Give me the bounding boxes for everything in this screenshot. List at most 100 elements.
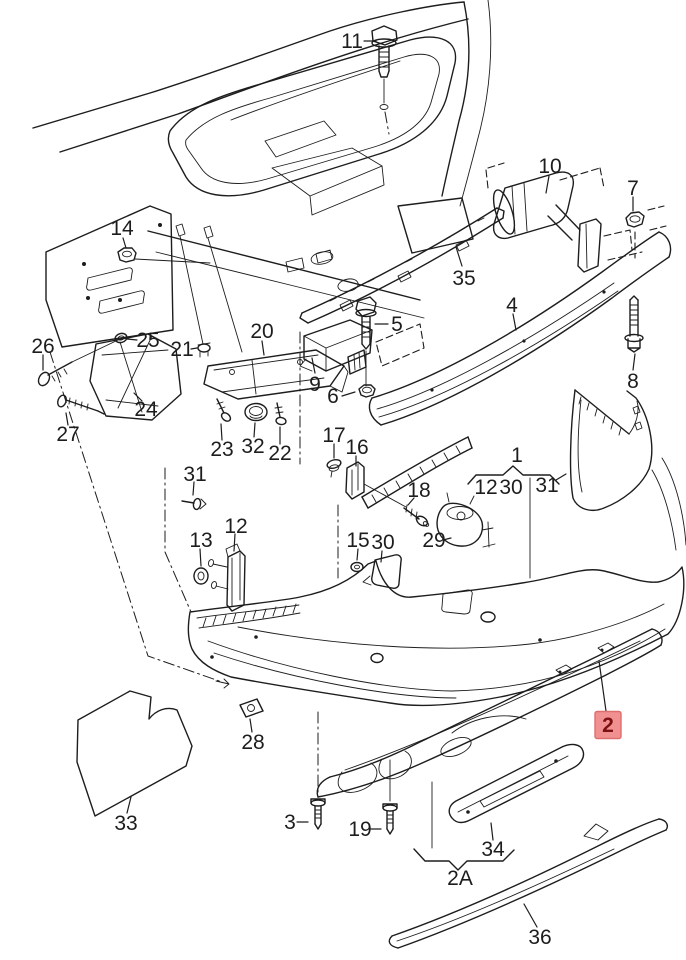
callout-19[interactable]: 19 — [348, 818, 382, 841]
callout-label: 36 — [528, 926, 551, 949]
trim-strip-36-art-stroke — [388, 935, 399, 949]
crashbox-9-art-stroke — [375, 323, 425, 367]
grommet-32-art-stroke — [244, 402, 268, 422]
bumper-beam-4-art-stroke — [368, 397, 382, 426]
callout-23[interactable]: 23 — [210, 423, 234, 461]
bumper-cover-art — [187, 560, 685, 707]
callout-32[interactable]: 32 — [241, 422, 265, 458]
callout-label: 26 — [31, 335, 54, 358]
closeout-panel-34-art-stroke — [479, 770, 545, 808]
callout-leader-line — [356, 548, 359, 561]
callout-15[interactable]: 15 — [346, 529, 370, 561]
callout-27[interactable]: 27 — [56, 412, 80, 446]
screw-23-art-stroke — [216, 398, 225, 414]
callout-25[interactable]: 25 — [126, 329, 160, 352]
trim-strip-36-art-stroke — [583, 823, 609, 841]
bumper-cover-art-stroke — [202, 603, 297, 628]
callout-1[interactable]: 1 — [511, 444, 523, 467]
callout-10[interactable]: 10 — [538, 155, 562, 194]
callout-14[interactable]: 14 — [110, 217, 134, 249]
callout-35[interactable]: 35 — [452, 246, 476, 290]
callout-leader-line — [632, 353, 636, 371]
callout-28[interactable]: 28 — [241, 718, 265, 754]
bumper-cover-art-stroke — [441, 589, 473, 615]
nut-6-art — [358, 384, 376, 398]
callout-5[interactable]: 5 — [374, 313, 403, 336]
callout-3[interactable]: 3 — [284, 811, 309, 834]
callout-13[interactable]: 13 — [189, 529, 213, 567]
callout-label: 19 — [348, 818, 371, 841]
body-structure-art — [32, 0, 492, 353]
corner-piece-31-art-stroke — [577, 399, 583, 493]
construction-lines-stroke — [49, 351, 223, 683]
bolt-26-art-stroke — [71, 339, 119, 363]
bumper-beam-4-art-stroke — [602, 290, 606, 294]
callout-16[interactable]: 16 — [345, 436, 369, 467]
bumper-cover-art-stroke — [480, 611, 496, 623]
callout-11[interactable]: 11 — [341, 30, 377, 53]
construction-lines-stroke — [164, 467, 192, 613]
grommet-32-art-stroke — [249, 406, 263, 416]
callout-6[interactable]: 6 — [327, 385, 356, 408]
callout-17[interactable]: 17 — [322, 424, 346, 459]
callout-30[interactable]: 30 — [371, 531, 395, 563]
callout-18[interactable]: 18 — [407, 479, 431, 506]
bracket-16-art-stroke — [351, 463, 359, 496]
callout-29[interactable]: 29 — [422, 529, 452, 552]
callout-36[interactable]: 36 — [523, 903, 552, 949]
bolt-11-art-stroke — [384, 111, 390, 135]
bracket-20-art-stroke — [213, 354, 325, 395]
callout-34[interactable]: 34 — [481, 822, 505, 861]
bumper-cover-art-stroke — [187, 560, 685, 707]
callout-4[interactable]: 4 — [506, 294, 518, 331]
callout-22[interactable]: 22 — [268, 426, 292, 465]
callout-26[interactable]: 26 — [31, 335, 55, 371]
body-structure-art-stroke — [207, 237, 243, 353]
screw-27-art — [57, 394, 105, 415]
callout-leader-line — [380, 550, 383, 563]
cap-30-art-stroke — [371, 554, 402, 589]
guide-bracket-12-art — [207, 543, 246, 612]
callout-2a[interactable]: 2A — [447, 867, 473, 890]
callout-21[interactable]: 21 — [170, 338, 198, 361]
diffuser-2-art-stroke — [316, 776, 331, 798]
bumper-beam-4-art — [368, 231, 672, 426]
bolt-26-art-stroke — [51, 368, 68, 382]
callout-label: 31 — [183, 463, 206, 486]
screw-18-art-stroke — [415, 515, 429, 527]
callout-label: 16 — [345, 436, 368, 459]
nut-7-art-stroke — [629, 215, 641, 223]
callout-12[interactable]: 12 — [224, 515, 248, 552]
impact-absorber-10-art-stroke — [511, 182, 528, 235]
callout-leader-line — [490, 822, 494, 841]
screw-19-art — [382, 759, 398, 835]
crashbox-9-art-stroke — [303, 319, 373, 372]
callout-30[interactable]: 30 — [499, 476, 522, 499]
screw-19-art-stroke — [386, 814, 394, 824]
side-rail-art-stroke — [361, 436, 473, 509]
sensor-retainer-29-art-stroke — [446, 492, 475, 505]
screw-27-art-stroke — [65, 399, 99, 412]
corner-piece-31-art-stroke — [632, 405, 643, 431]
bracket-24-art-stroke — [89, 333, 182, 421]
body-structure-art-stroke — [86, 267, 133, 291]
callout-label: 17 — [322, 424, 345, 447]
callout-9[interactable]: 9 — [309, 357, 321, 396]
screw-18-art-stroke — [422, 521, 430, 527]
callout-12[interactable]: 12 — [474, 476, 497, 499]
callout-31[interactable]: 31 — [535, 473, 567, 497]
bracket-20-art — [203, 349, 349, 400]
callout-leader-line — [65, 412, 69, 426]
body-structure-art-stroke — [337, 278, 359, 292]
nut-7-art-stroke — [625, 211, 645, 228]
callout-leader-line — [311, 357, 316, 374]
callout-31[interactable]: 31 — [183, 463, 207, 496]
callout-33[interactable]: 33 — [114, 796, 138, 835]
callout-24[interactable]: 24 — [133, 392, 158, 421]
guide-bracket-12-art-stroke — [215, 585, 229, 590]
callout-20[interactable]: 20 — [250, 320, 274, 356]
callout-2-highlighted[interactable]: 2 — [594, 660, 622, 740]
bumper-cover-art-stroke — [538, 638, 542, 642]
callout-7[interactable]: 7 — [627, 177, 639, 212]
callout-8[interactable]: 8 — [627, 353, 639, 393]
